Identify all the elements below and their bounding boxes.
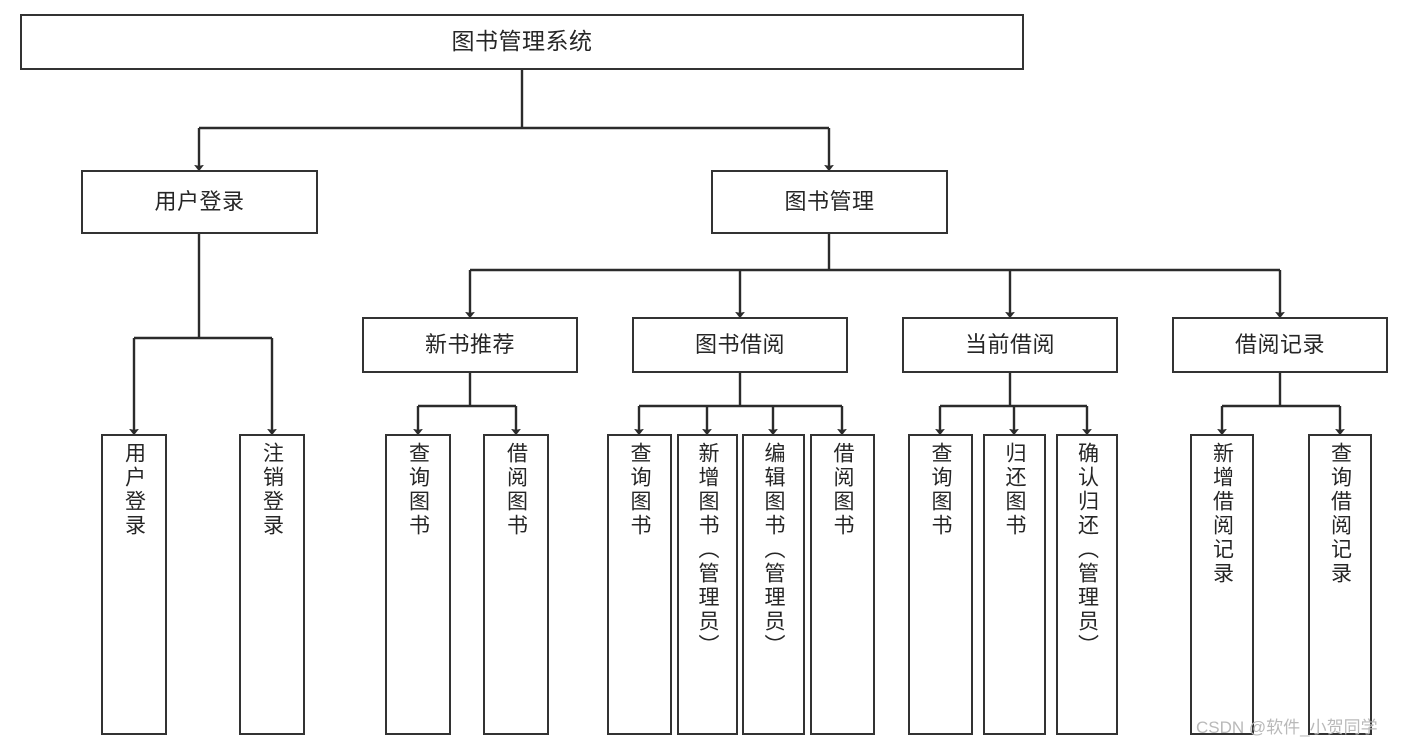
- leaf-query-book-current-label: 查询图书: [929, 442, 952, 538]
- node-new-book-recommend[interactable]: 新书推荐: [362, 317, 578, 373]
- leaf-confirm-return-admin[interactable]: 确认归还（管理员）: [1056, 434, 1118, 735]
- leaf-edit-book-admin[interactable]: 编辑图书（管理员）: [742, 434, 805, 735]
- csdn-watermark: CSDN @软件_小贺同学: [1196, 718, 1378, 737]
- leaf-add-book-admin[interactable]: 新增图书（管理员）: [677, 434, 738, 735]
- leaf-add-borrow-record-label: 新增借阅记录: [1210, 442, 1234, 586]
- node-root-label: 图书管理系统: [451, 28, 593, 55]
- node-user-login-label: 用户登录: [154, 189, 245, 215]
- leaf-borrow-book-label: 借阅图书: [831, 442, 854, 538]
- leaf-add-book-admin-label: 新增图书（管理员）: [696, 442, 719, 658]
- node-user-login[interactable]: 用户登录: [81, 170, 318, 234]
- leaf-query-borrow-record-label: 查询借阅记录: [1328, 442, 1352, 586]
- leaf-borrow-book[interactable]: 借阅图书: [810, 434, 875, 735]
- leaf-confirm-return-admin-label: 确认归还（管理员）: [1075, 442, 1099, 658]
- node-current-borrow-label: 当前借阅: [964, 332, 1055, 358]
- node-borrow-record-label: 借阅记录: [1234, 332, 1325, 358]
- leaf-return-book[interactable]: 归还图书: [983, 434, 1046, 735]
- leaf-query-book-current[interactable]: 查询图书: [908, 434, 973, 735]
- leaf-borrow-book-new-label: 借阅图书: [504, 442, 528, 538]
- leaf-user-login-label: 用户登录: [122, 442, 146, 538]
- node-book-borrow[interactable]: 图书借阅: [632, 317, 848, 373]
- node-book-management[interactable]: 图书管理: [711, 170, 948, 234]
- leaf-query-book-new-label: 查询图书: [406, 442, 430, 538]
- node-current-borrow[interactable]: 当前借阅: [902, 317, 1118, 373]
- leaf-query-book-new[interactable]: 查询图书: [385, 434, 451, 735]
- leaf-return-book-label: 归还图书: [1003, 442, 1026, 538]
- leaf-borrow-book-new[interactable]: 借阅图书: [483, 434, 549, 735]
- leaf-logout-label: 注销登录: [260, 442, 284, 538]
- leaf-query-borrow-record[interactable]: 查询借阅记录: [1308, 434, 1372, 735]
- leaf-user-login[interactable]: 用户登录: [101, 434, 167, 735]
- node-new-book-recommend-label: 新书推荐: [424, 332, 515, 358]
- leaf-edit-book-admin-label: 编辑图书（管理员）: [762, 442, 785, 658]
- leaf-logout[interactable]: 注销登录: [239, 434, 305, 735]
- node-book-management-label: 图书管理: [784, 189, 875, 215]
- node-root[interactable]: 图书管理系统: [20, 14, 1024, 70]
- leaf-query-book-borrow[interactable]: 查询图书: [607, 434, 672, 735]
- node-borrow-record[interactable]: 借阅记录: [1172, 317, 1388, 373]
- leaf-add-borrow-record[interactable]: 新增借阅记录: [1190, 434, 1254, 735]
- node-book-borrow-label: 图书借阅: [694, 332, 785, 358]
- leaf-query-book-borrow-label: 查询图书: [628, 442, 651, 538]
